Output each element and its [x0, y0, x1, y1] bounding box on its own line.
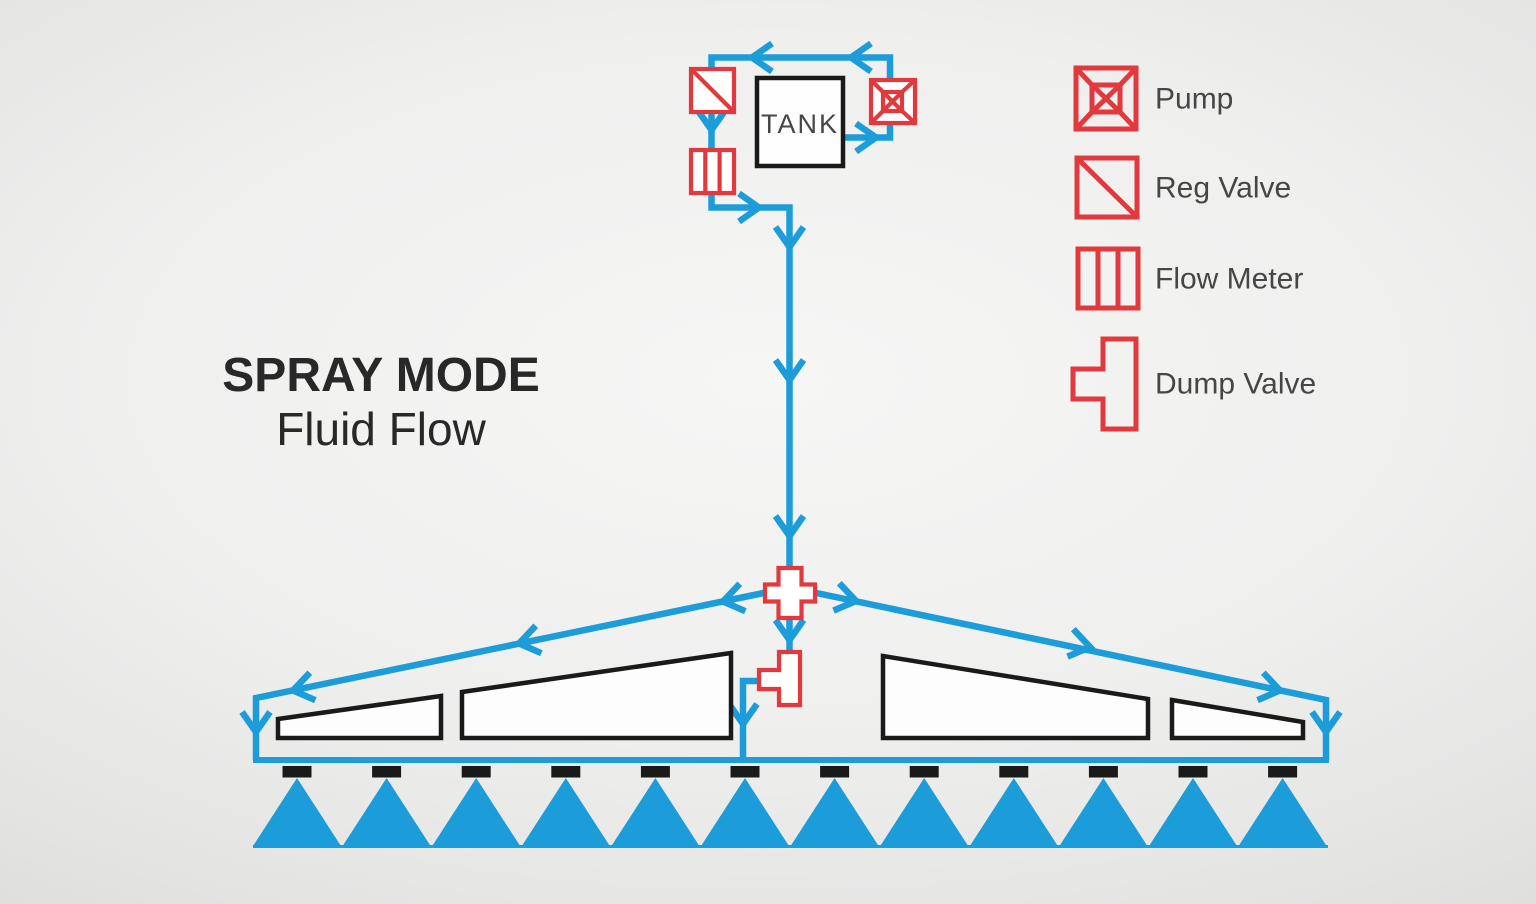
spray-cone: [880, 778, 969, 846]
manifold-cross-symbol: [762, 565, 818, 621]
spray-nozzle: [253, 766, 341, 846]
spray-cone: [342, 778, 431, 846]
nozzle-body: [1178, 766, 1208, 778]
dump-valve-legend-icon: [1070, 336, 1139, 432]
reg-valve-legend-icon: [1074, 155, 1140, 220]
spray-nozzle: [1059, 766, 1148, 846]
reg-valve-symbol: [688, 66, 737, 115]
nozzle-body: [551, 766, 581, 778]
tank: TANK: [754, 75, 846, 169]
spray-cone: [1059, 778, 1148, 846]
legend-label-pump: Pump: [1155, 83, 1233, 116]
legend-label-dump-valve: Dump Valve: [1155, 368, 1316, 401]
nozzle-body: [1088, 766, 1118, 778]
nozzle-body: [909, 766, 939, 778]
spray-cone: [1149, 778, 1237, 846]
title-line2: Fluid Flow: [276, 403, 486, 455]
nozzle-body: [820, 766, 850, 778]
nozzle-body: [282, 766, 312, 778]
spray-nozzle: [701, 766, 789, 846]
dump-valve-symbol: [756, 649, 803, 708]
boom-section-left-outer: [275, 693, 444, 741]
boom-section-right-inner: [880, 653, 1151, 741]
pump-symbol: [868, 77, 918, 126]
spray-cone: [611, 778, 700, 846]
spray-nozzle: [1238, 766, 1327, 846]
nozzle-body: [999, 766, 1029, 778]
pipe-right-boom-branch: [813, 589, 1330, 760]
nozzle-body: [730, 766, 760, 778]
spray-nozzle: [880, 766, 969, 846]
nozzle-body: [372, 766, 402, 778]
flow-meter-legend-icon: [1075, 246, 1141, 311]
flow-pipes: [252, 54, 1330, 763]
spray-cone: [253, 778, 341, 846]
pipe-flowmeter-to-manifold: [708, 193, 793, 570]
boom-section-right-outer: [1169, 697, 1306, 741]
tank-box: [754, 75, 846, 169]
flow-meter-symbol: [688, 147, 737, 196]
nozzle-body: [1268, 766, 1298, 778]
pump-legend-icon: [1073, 65, 1139, 132]
spray-cone: [969, 778, 1058, 846]
spray-cone: [701, 778, 789, 846]
spray-nozzle: [1149, 766, 1237, 846]
spray-cone: [521, 778, 610, 846]
page-title: SPRAY MODE Fluid Flow: [222, 349, 539, 455]
nozzle-body: [640, 766, 670, 778]
tank-label: TANK: [761, 109, 839, 139]
pipe-dumpvalve-to-boom: [739, 677, 760, 758]
legend-label-reg-valve: Reg Valve: [1155, 172, 1291, 205]
boom-section-left-inner: [459, 650, 734, 741]
spray-cone: [790, 778, 879, 846]
spray-nozzle: [969, 766, 1058, 846]
boom-sections: [275, 650, 1306, 741]
spray-nozzle: [790, 766, 879, 846]
pipe-left-boom-branch: [252, 589, 767, 760]
spray-nozzle: [342, 766, 431, 846]
spray-cone: [1238, 778, 1327, 846]
legend-item-dump-valve: Dump Valve: [1070, 336, 1316, 432]
legend-item-pump: Pump: [1073, 65, 1233, 132]
nozzle-body: [461, 766, 491, 778]
title-line1: SPRAY MODE: [222, 349, 539, 402]
legend: Pump Reg Valve Flow Meter Dump Valve: [1070, 65, 1316, 432]
spray-nozzle: [432, 766, 521, 846]
spray-nozzle: [521, 766, 610, 846]
spray-nozzle: [611, 766, 700, 846]
spray-cone: [432, 778, 521, 846]
nozzle-row: [253, 766, 1327, 846]
legend-item-reg-valve: Reg Valve: [1074, 155, 1291, 220]
legend-label-flow-meter: Flow Meter: [1155, 263, 1303, 296]
legend-item-flow-meter: Flow Meter: [1075, 246, 1303, 311]
